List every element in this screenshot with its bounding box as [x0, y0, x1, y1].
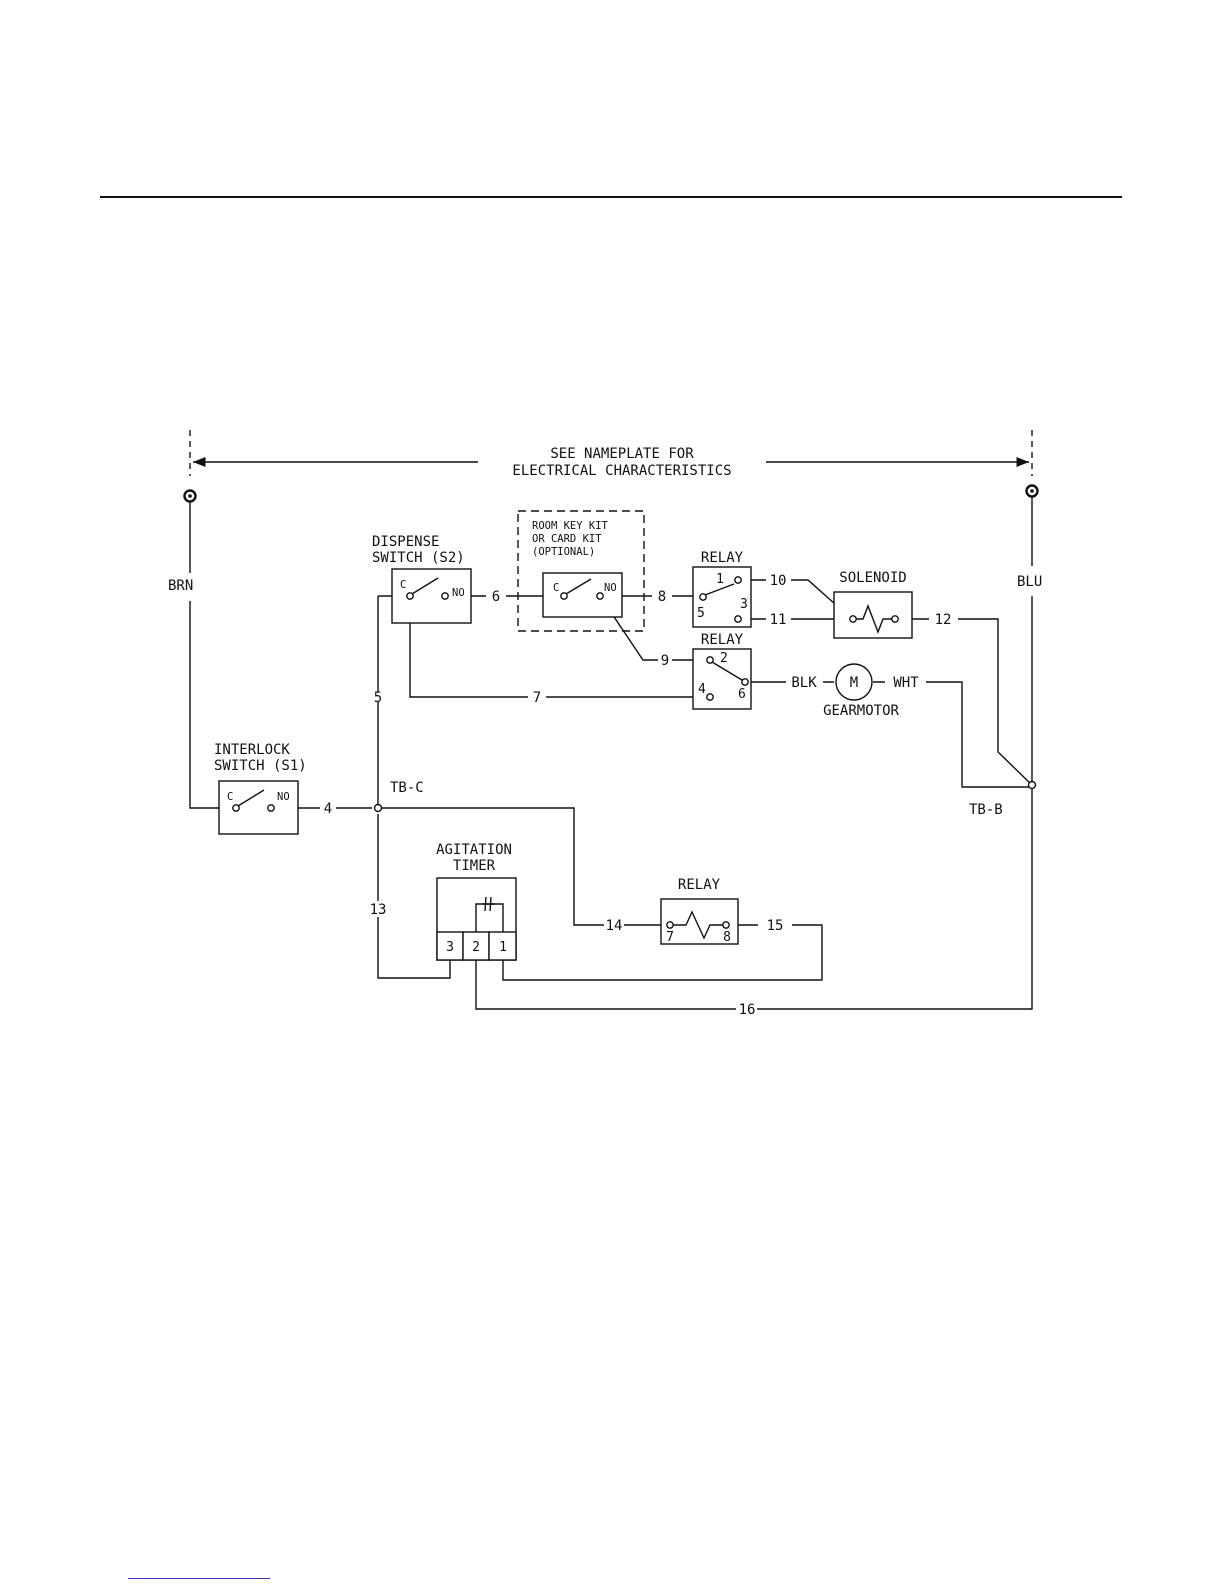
gearmotor-symbol: M: [850, 675, 858, 691]
agitation-timer-label-line1: AGITATION: [436, 842, 512, 858]
wire-4-label: 4: [324, 801, 332, 817]
gearmotor: M GEARMOTOR: [823, 664, 899, 719]
junction-tb-b: [1029, 782, 1036, 789]
relay-coil-label: RELAY: [678, 877, 721, 893]
interlock-switch-label-line1: INTERLOCK: [214, 742, 290, 758]
wire-7-label: 7: [533, 690, 541, 706]
relay-middle-pin-4: 4: [698, 682, 706, 697]
agitation-timer: AGITATION TIMER 3 2 1: [436, 842, 516, 960]
timer-pin-2: 2: [472, 940, 480, 955]
wire-16-label: 16: [739, 1002, 756, 1018]
relay-coil-pin-8: 8: [723, 930, 731, 945]
room-key-kit-line3: (OPTIONAL): [532, 546, 595, 558]
interlock-switch: INTERLOCK SWITCH (S1) C NO: [214, 742, 307, 834]
timer-pin-3: 3: [446, 940, 454, 955]
room-key-kit: ROOM KEY KIT OR CARD KIT (OPTIONAL) C NO: [518, 511, 644, 631]
relay-middle-label: RELAY: [701, 632, 744, 648]
room-key-kit-line1: ROOM KEY KIT: [532, 520, 609, 532]
wire-blk-label: BLK: [791, 675, 817, 691]
solenoid: SOLENOID: [834, 570, 912, 638]
wire-11-label: 11: [770, 612, 787, 628]
nameplate-line1: SEE NAMEPLATE FOR: [550, 446, 694, 462]
relay-coil-pin-7: 7: [666, 930, 674, 945]
dispense-switch-c: C: [400, 579, 406, 591]
relay-top-pin-1: 1: [716, 572, 724, 587]
relay-top-label: RELAY: [701, 550, 744, 566]
wire-14-label: 14: [606, 918, 623, 934]
wire-9-label: 9: [661, 653, 669, 669]
interlock-switch-no: NO: [277, 791, 290, 803]
wire-12-label: 12: [935, 612, 952, 628]
dispense-switch-label-line2: SWITCH (S2): [372, 550, 465, 566]
footer-link-underline: [128, 1578, 270, 1579]
nameplate-line2: ELECTRICAL CHARACTERISTICS: [512, 463, 731, 479]
wire-10-label: 10: [770, 573, 787, 589]
terminal-tb-b-label: TB-B: [969, 802, 1003, 818]
wire-15-label: 15: [767, 918, 784, 934]
relay-coil: RELAY 7 8: [661, 877, 738, 945]
terminal-tb-c-label: TB-C: [390, 780, 424, 796]
wire-8-label: 8: [658, 589, 666, 605]
power-terminal-left: [185, 491, 196, 502]
agitation-timer-label-line2: TIMER: [453, 858, 496, 874]
wire-13-label: 13: [370, 902, 387, 918]
junction-tb-c: [375, 805, 382, 812]
wire-brn-label: BRN: [168, 578, 193, 594]
room-key-kit-c: C: [553, 582, 559, 594]
wire-wht-label: WHT: [893, 675, 919, 691]
wire-blu-label: BLU: [1017, 574, 1042, 590]
relay-middle-pin-2: 2: [720, 651, 728, 666]
timer-pin-1: 1: [499, 940, 507, 955]
dispense-switch-label-line1: DISPENSE: [372, 534, 439, 550]
relay-top-pin-5: 5: [697, 606, 705, 621]
wire-6-label: 6: [492, 589, 500, 605]
gearmotor-label: GEARMOTOR: [823, 703, 899, 719]
dispense-switch-no: NO: [452, 587, 465, 599]
interlock-switch-c: C: [227, 791, 233, 803]
solenoid-label: SOLENOID: [839, 570, 906, 586]
relay-middle-pin-6: 6: [738, 687, 746, 702]
relay-top: RELAY 1 3 5: [693, 550, 751, 627]
room-key-kit-line2: OR CARD KIT: [532, 533, 602, 545]
dispense-switch: DISPENSE SWITCH (S2) C NO: [372, 534, 471, 623]
wire-5-label: 5: [374, 690, 382, 706]
relay-top-pin-3: 3: [740, 597, 748, 612]
room-key-kit-no: NO: [604, 582, 617, 594]
relay-middle: RELAY 2 4 6: [693, 632, 751, 709]
power-terminal-right: [1027, 486, 1038, 497]
nameplate-dimension: SEE NAMEPLATE FOR ELECTRICAL CHARACTERIS…: [190, 430, 1032, 479]
interlock-switch-label-line2: SWITCH (S1): [214, 758, 307, 774]
